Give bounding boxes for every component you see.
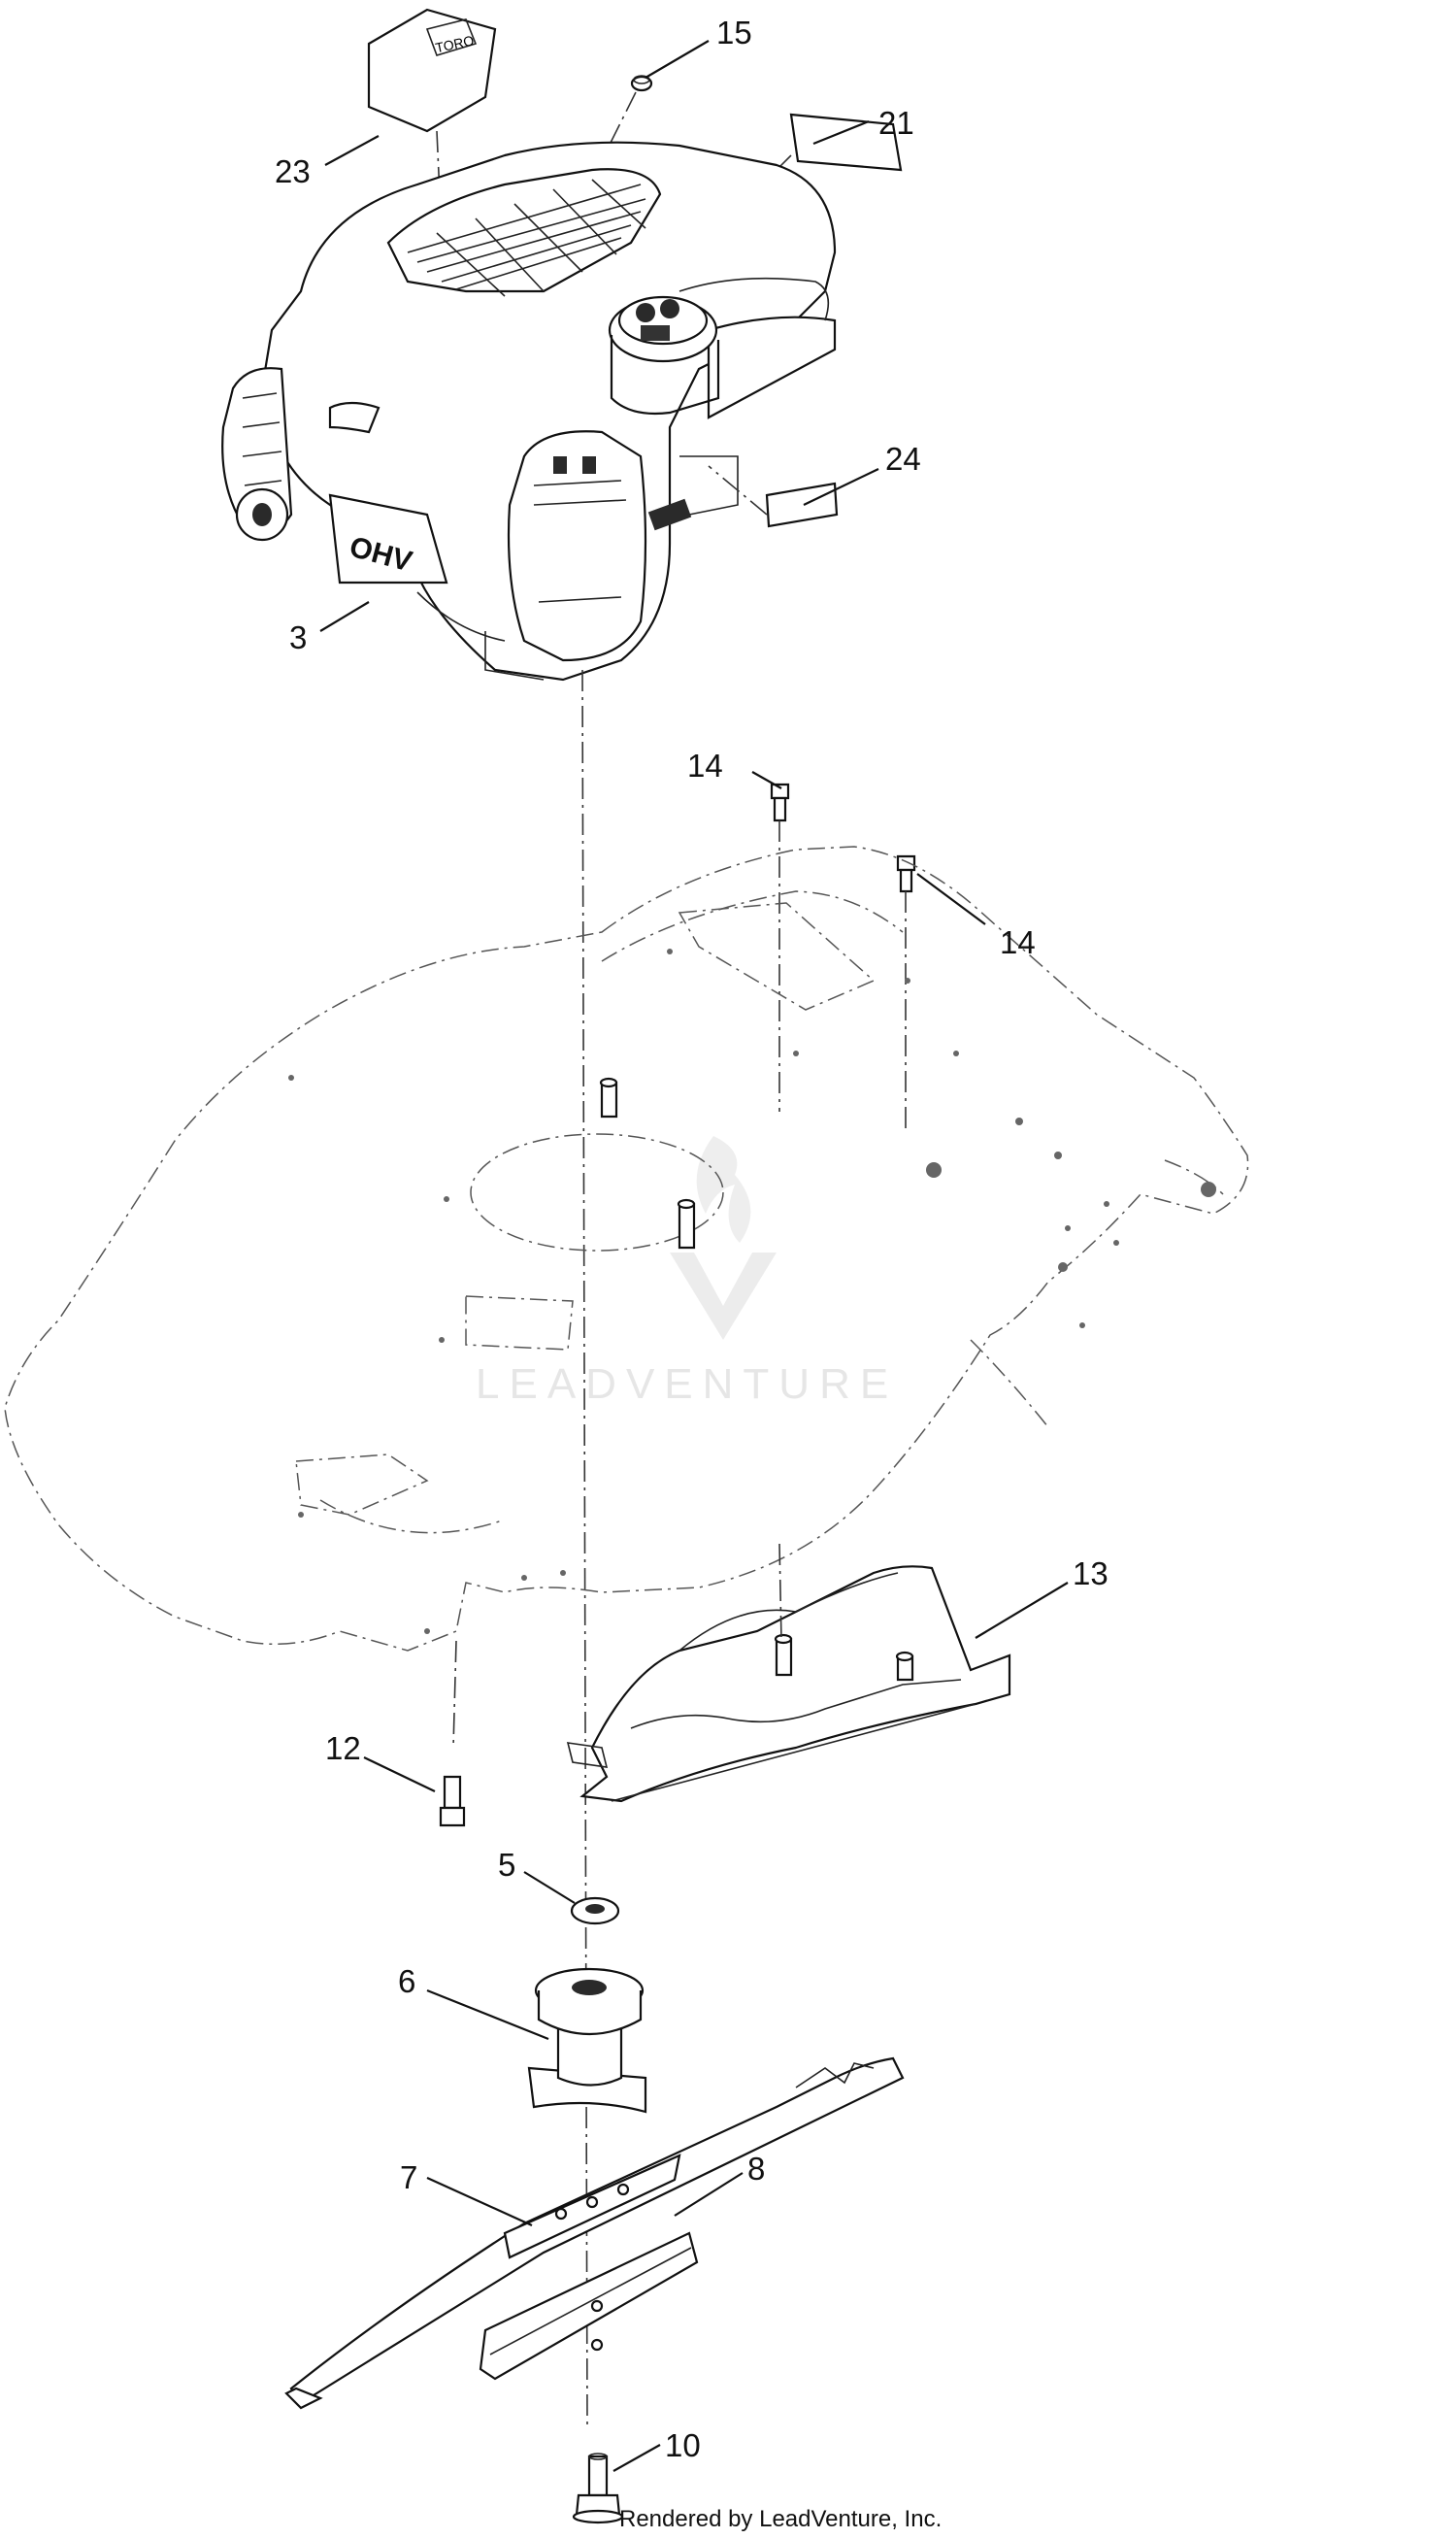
callout-14-upper: 14 [687,748,723,784]
callout-13: 13 [1073,1555,1109,1591]
callout-labels: 15 21 23 24 3 14 14 13 12 5 6 7 8 10 [275,15,1109,2463]
callout-23: 23 [275,153,311,189]
leader-lines [319,40,1069,2472]
part-blade [284,2056,905,2410]
callout-15: 15 [716,15,752,50]
part-blade-bolt [572,2453,624,2524]
part-blade-plate [479,2231,699,2381]
callout-21: 21 [878,105,914,141]
part-washer [570,1896,620,1925]
rendered-by-footer: Rendered by LeadVenture, Inc. [619,2506,942,2532]
part-plug [630,75,653,92]
part-decal-small [765,482,839,528]
engine-front-plate: OHV [328,493,448,585]
engine-recoil-starter [221,367,293,542]
part-engine: OHV [221,141,837,682]
part-blade-adapter [527,1967,647,2114]
callout-5: 5 [498,1847,515,1883]
part-bolt-12 [439,1775,466,1827]
part-baffle [566,1565,1011,1803]
callout-3: 3 [289,619,307,655]
leadventure-watermark: LEADVENTURE [476,1136,898,1408]
callout-6: 6 [398,1963,415,1999]
part-decal-hexagon: TORO [367,8,497,133]
engine-blower-housing [507,430,647,662]
callout-14-right: 14 [1000,924,1036,960]
mower-deck-phantom [4,846,1249,1652]
part-decal-rect [789,113,903,172]
callout-7: 7 [400,2159,417,2195]
engine-grille-mesh [407,179,646,297]
part-bolt-upper [770,783,790,822]
callout-8: 8 [747,2151,765,2187]
watermark-text: LEADVENTURE [476,1360,898,1408]
engine-fuel-cap [608,295,720,416]
callout-24: 24 [885,441,921,477]
callout-12: 12 [325,1730,361,1766]
callout-10: 10 [665,2427,701,2463]
